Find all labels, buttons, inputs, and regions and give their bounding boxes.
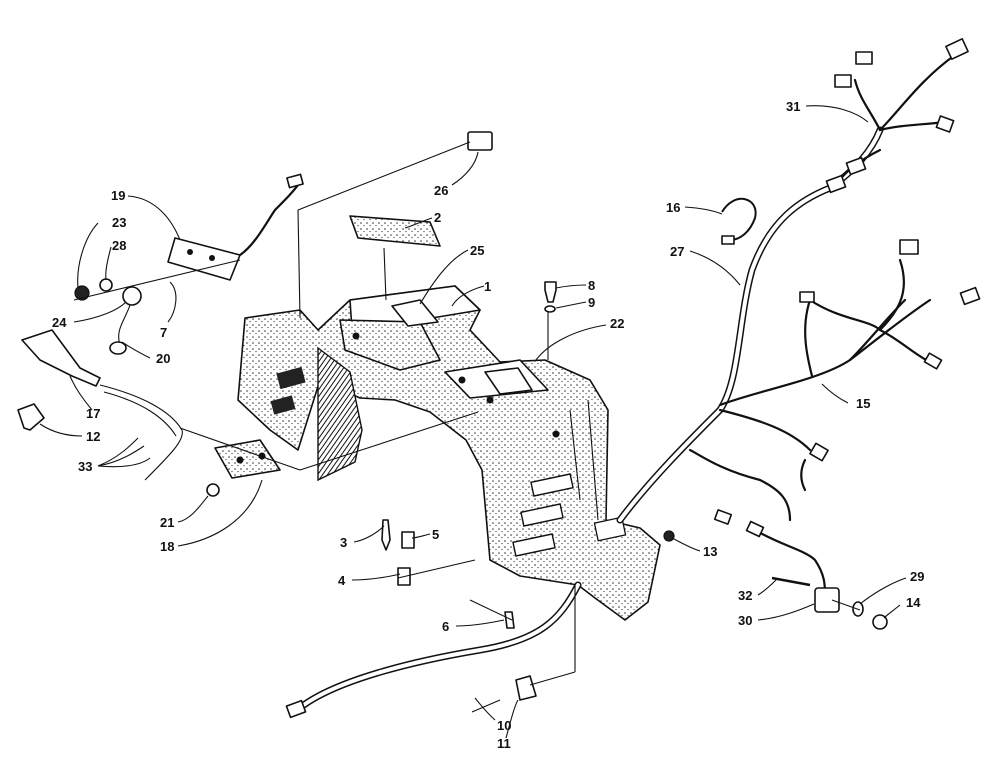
callout-6: 6 <box>442 619 449 634</box>
leader-lines <box>39 105 907 739</box>
switch-assembly <box>745 520 888 630</box>
lower-harness-wire-inner <box>293 583 580 714</box>
callout-19: 19 <box>111 188 125 203</box>
callout-20: 20 <box>156 351 170 366</box>
left-components <box>17 131 757 713</box>
assembly-lines <box>73 141 861 686</box>
callout-25: 25 <box>470 243 484 258</box>
callout-labels: 1 2 3 4 5 6 7 8 9 10 11 12 13 14 15 16 1… <box>52 99 924 751</box>
callout-33: 33 <box>78 459 92 474</box>
callout-14: 14 <box>906 595 921 610</box>
callout-21: 21 <box>160 515 174 530</box>
callout-4: 4 <box>338 573 346 588</box>
callout-31: 31 <box>786 99 800 114</box>
callout-2: 2 <box>434 210 441 225</box>
callout-24: 24 <box>52 315 67 330</box>
callout-8: 8 <box>588 278 595 293</box>
wiring-harness <box>616 38 981 525</box>
callout-15: 15 <box>856 396 870 411</box>
callout-18: 18 <box>160 539 174 554</box>
housing-cavity <box>317 346 363 482</box>
callout-30: 30 <box>738 613 752 628</box>
callout-10: 10 <box>497 718 511 733</box>
callout-29: 29 <box>910 569 924 584</box>
callout-5: 5 <box>432 527 439 542</box>
console-housing <box>237 285 661 621</box>
callout-26: 26 <box>434 183 448 198</box>
callout-11: 11 <box>497 736 511 751</box>
callout-3: 3 <box>340 535 347 550</box>
callout-23: 23 <box>112 215 126 230</box>
callout-16: 16 <box>666 200 680 215</box>
lower-harness-connector <box>285 699 307 719</box>
callout-1: 1 <box>484 279 491 294</box>
callout-17: 17 <box>86 406 100 421</box>
callout-13: 13 <box>703 544 717 559</box>
callout-32: 32 <box>738 588 752 603</box>
callout-22: 22 <box>610 316 624 331</box>
callout-27: 27 <box>670 244 684 259</box>
callout-28: 28 <box>112 238 126 253</box>
callout-12: 12 <box>86 429 100 444</box>
callout-7: 7 <box>160 325 167 340</box>
callout-9: 9 <box>588 295 595 310</box>
